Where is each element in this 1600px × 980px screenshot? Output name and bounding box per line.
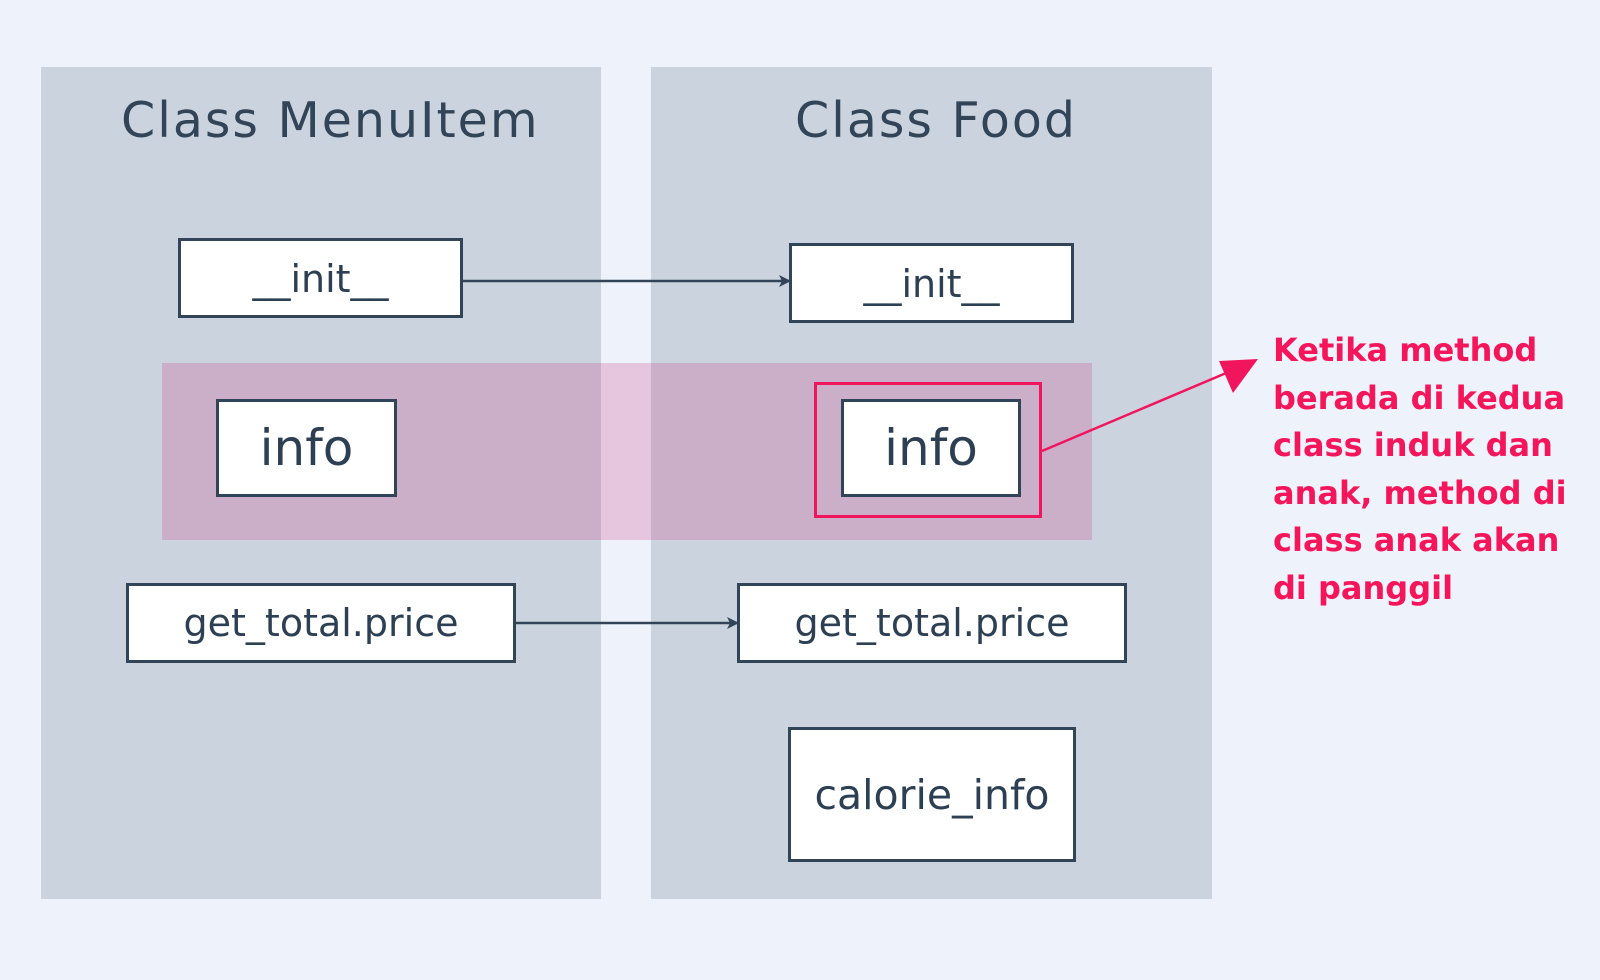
child-init-method: __init__ bbox=[789, 243, 1074, 323]
annotation-line: berada di kedua bbox=[1273, 378, 1566, 417]
annotation-line: Ketika method bbox=[1273, 331, 1538, 369]
overridden-info-emphasis-frame bbox=[814, 382, 1042, 518]
child-calorie-info-method: calorie_info bbox=[788, 727, 1076, 862]
annotation-line: class anak akan bbox=[1273, 521, 1560, 559]
annotation-pointer-arrowhead bbox=[1219, 359, 1258, 393]
child-class-title: Class Food bbox=[795, 92, 1077, 149]
annotation-pointer-line bbox=[1041, 366, 1239, 453]
parent-init-method: __init__ bbox=[178, 238, 463, 318]
parent-info-method: info bbox=[216, 399, 397, 497]
annotation-line: class induk dan bbox=[1273, 426, 1553, 464]
override-annotation: Ketika method berada di kedua class indu… bbox=[1273, 327, 1595, 612]
annotation-line: anak, method di bbox=[1273, 473, 1567, 512]
child-info-method: info bbox=[841, 399, 1021, 497]
annotation-line: di panggil bbox=[1273, 568, 1454, 607]
parent-get-total-price-method: get_total.price bbox=[126, 583, 516, 663]
parent-class-title: Class MenuItem bbox=[121, 92, 540, 149]
child-get-total-price-method: get_total.price bbox=[737, 583, 1127, 663]
